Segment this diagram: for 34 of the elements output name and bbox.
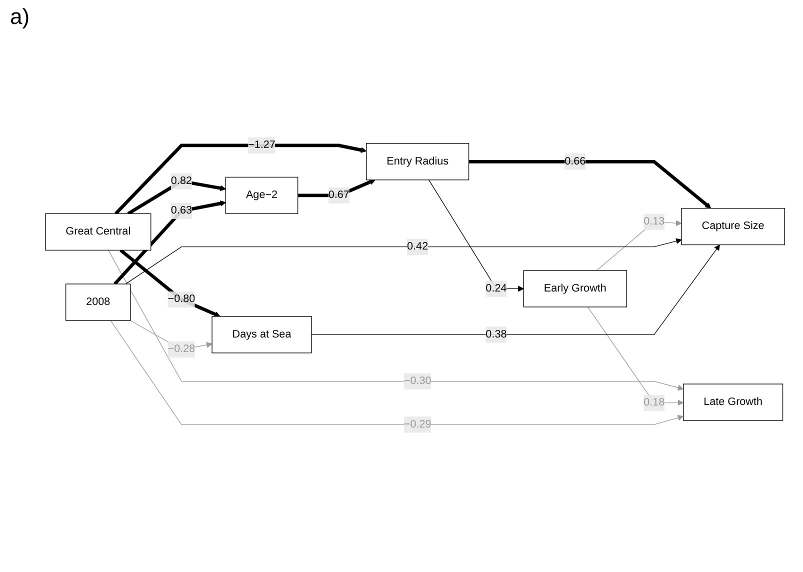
node-box: Days at Sea xyxy=(212,316,312,354)
arrow xyxy=(468,160,712,209)
arrow xyxy=(428,180,524,292)
edge-label: 0.24 xyxy=(486,282,507,294)
edge-label: 0.42 xyxy=(407,240,428,252)
arrow xyxy=(120,248,220,317)
arrow xyxy=(596,220,682,271)
edge-label: −1.27 xyxy=(248,139,276,151)
arrow xyxy=(108,250,684,391)
node-box: Great Central xyxy=(45,213,152,251)
arrow xyxy=(311,244,720,336)
node-box: 2008 xyxy=(66,284,131,321)
node-box: Entry Radius xyxy=(366,143,470,180)
edge-label: 0.38 xyxy=(486,328,507,340)
edge-label: 0.67 xyxy=(328,189,350,201)
panel-label: a) xyxy=(10,4,30,30)
edge-label: −0.80 xyxy=(168,293,196,305)
edge-label: 0.63 xyxy=(170,204,192,216)
node-box: Capture Size xyxy=(681,208,785,246)
edge-label: 0.13 xyxy=(644,216,665,228)
edge-label: 0.82 xyxy=(170,175,192,187)
edge-label: −0.29 xyxy=(404,418,432,430)
arrow xyxy=(127,179,226,216)
edge-label: 0.18 xyxy=(644,396,665,408)
arrow xyxy=(298,179,376,198)
arrow xyxy=(587,306,684,406)
edge-label: −0.30 xyxy=(404,375,432,387)
node-box: Early Growth xyxy=(523,270,628,308)
node-box: Age−2 xyxy=(225,176,298,214)
arrow xyxy=(114,144,367,215)
arrow xyxy=(125,238,682,284)
edge-label: −0.28 xyxy=(168,343,196,355)
edge-label: 0.66 xyxy=(564,156,586,168)
node-box: Late Growth xyxy=(683,384,784,421)
